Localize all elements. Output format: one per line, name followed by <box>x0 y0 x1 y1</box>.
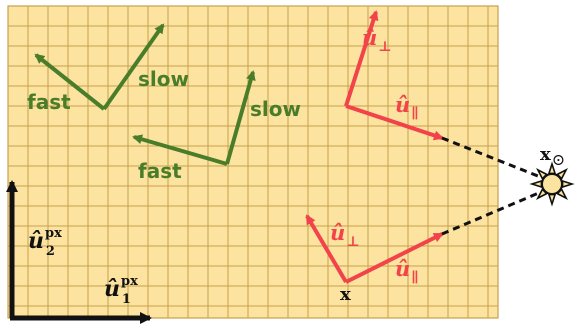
label-u-perp-1: û⊥ <box>362 25 392 55</box>
red-axes-group-2 <box>305 214 444 284</box>
label-u-par-1: û∥ <box>395 92 419 122</box>
green-arrow-slow-2 <box>225 70 256 165</box>
red-arrow-par-2 <box>345 232 444 284</box>
label-u-perp-2: û⊥ <box>330 220 360 250</box>
sun-ray <box>547 193 557 207</box>
label-slow-2: slow <box>250 97 301 121</box>
red-arrow-perp-1 <box>344 10 379 107</box>
label-fast-1: fast <box>27 90 71 114</box>
sun-ray <box>529 179 543 189</box>
sun-icon <box>529 161 575 207</box>
green-arrow-slow-1 <box>102 23 165 111</box>
label-light-source: x⊙ <box>540 144 565 169</box>
dashed-line-lower <box>441 190 542 236</box>
red-arrow-perp-2 <box>305 214 348 284</box>
green-arrow-fast-2 <box>132 134 228 166</box>
green-axes-group-2 <box>132 70 256 166</box>
sun-ray <box>561 179 575 189</box>
label-point-x: x <box>340 284 351 305</box>
green-arrow-fast-1 <box>34 53 106 111</box>
red-arrow-par-1 <box>345 104 444 141</box>
sensor-panel <box>7 5 499 319</box>
pixel-grid <box>8 6 498 318</box>
green-axes-group-1 <box>34 23 165 111</box>
dashed-line-upper <box>441 136 544 180</box>
red-axes-group-1 <box>344 10 444 141</box>
label-u-par-2: û∥ <box>395 256 419 286</box>
label-fast-2: fast <box>138 159 182 183</box>
label-slow-1: slow <box>138 67 189 91</box>
